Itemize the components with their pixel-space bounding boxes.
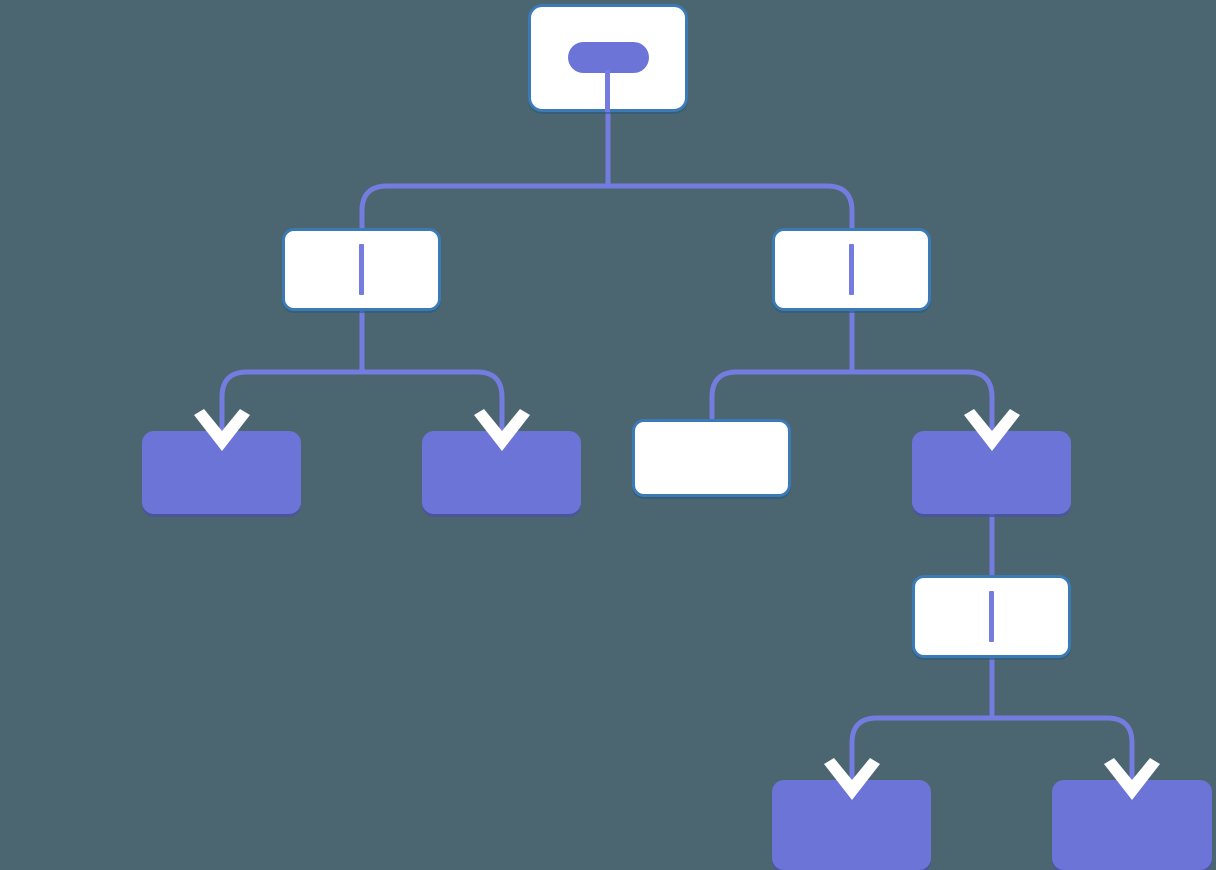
node-root-label-pill (568, 42, 649, 73)
node-leaf-1[interactable] (142, 431, 301, 514)
edge-mid-deep-to-leaf-5 (992, 715, 1135, 780)
node-leaf-3[interactable] (632, 419, 791, 497)
node-branch-right[interactable] (912, 431, 1071, 514)
edge-mid-deep-to-leaf-4 (849, 715, 992, 780)
edge-mid-left-to-leaf-1 (219, 369, 362, 431)
node-mid-left-inner-stub (359, 244, 364, 295)
edge-root-to-mid-right (608, 183, 855, 228)
node-leaf-5[interactable] (1052, 780, 1212, 870)
edge-mid-left-to-leaf-2 (362, 369, 505, 431)
edge-mid-right-to-branch-right (852, 369, 995, 431)
node-mid-right-inner-stub (849, 244, 854, 295)
edge-root-to-mid-left (359, 183, 608, 228)
edge-mid-right-to-leaf-3 (709, 369, 852, 419)
node-mid-deep-inner-stub (989, 591, 994, 642)
node-leaf-4[interactable] (772, 780, 931, 870)
node-leaf-2[interactable] (422, 431, 581, 514)
node-root-inner-stub (605, 70, 610, 112)
